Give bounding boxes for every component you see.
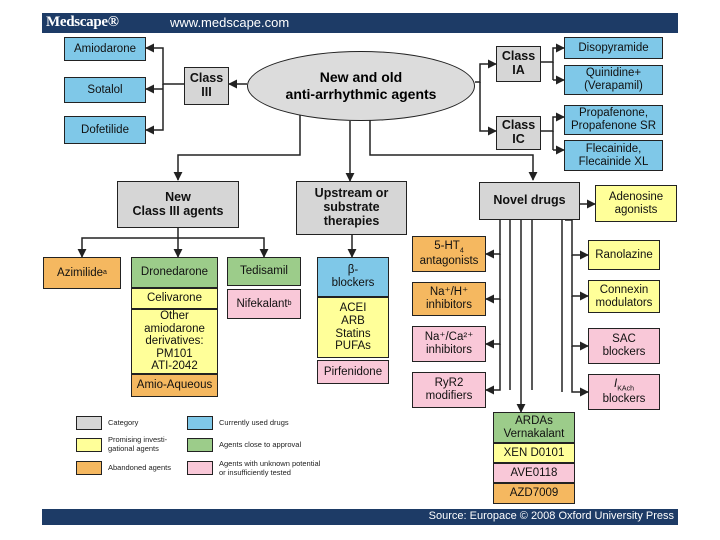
sotalol-box: Sotalol [64, 77, 146, 103]
ikach-line2: blockers [602, 393, 646, 406]
legend-swatch-category [76, 416, 102, 430]
legend-swatch-unknown [187, 461, 213, 475]
legend-current: Currently used drugs [219, 418, 289, 427]
ave0118-box: AVE0118 [493, 463, 575, 483]
new-class-iii-label: New Class III agents [117, 181, 239, 228]
disopyramide-box: Disopyramide [564, 37, 663, 59]
class-ia-label: Class IA [496, 46, 541, 82]
legend-swatch-close [187, 438, 213, 452]
nifekalant-text: Nifekalant [236, 297, 288, 310]
na-h-inhibitors-box: Na⁺/H⁺ inhibitors [412, 282, 486, 316]
5ht4-line2: antagonists [419, 255, 479, 268]
legend-swatch-promising [76, 438, 102, 452]
azd7009-box: AZD7009 [493, 483, 575, 504]
ikach-subscript: KAch [617, 385, 634, 393]
connexin-modulators-box: Connexin modulators [588, 280, 660, 313]
dofetilide-box: Dofetilide [64, 116, 146, 144]
legend-swatch-current [187, 416, 213, 430]
legend-swatch-abandoned [76, 461, 102, 475]
legend-close: Agents close to approval [219, 440, 302, 449]
xen-d0101-box: XEN D0101 [493, 443, 575, 463]
medscape-logo: Medscape® [46, 14, 119, 30]
5ht4-antagonists-box: 5-HT4 antagonists [412, 236, 486, 272]
celivarone-box: Celivarone [131, 288, 218, 309]
acei-arb-statins-pufas-box: ACEI ARB Statins PUFAs [317, 297, 389, 358]
class-ic-label: Class IC [496, 116, 541, 150]
upstream-therapies-label: Upstream or substrate therapies [296, 181, 407, 235]
sac-blockers-box: SAC blockers [588, 328, 660, 364]
footer-bar: Source: Europace © 2008 Oxford Universit… [42, 509, 678, 525]
quinidine-box: Quinidine+ (Verapamil) [564, 65, 663, 95]
ranolazine-box: Ranolazine [588, 240, 660, 270]
amio-aqueous-box: Amio-Aqueous [131, 374, 218, 397]
propafenone-box: Propafenone, Propafenone SR [564, 105, 663, 135]
novel-drugs-label: Novel drugs [479, 182, 580, 220]
flecainide-box: Flecainide, Flecainide XL [564, 140, 663, 171]
ryr2-modifiers-box: RyR2 modifiers [412, 372, 486, 408]
ardas-vernakalant-box: ARDAs Vernakalant [493, 412, 575, 443]
legend-unknown: Agents with unknown potential or insuffi… [219, 459, 321, 477]
ikach-blockers-box: IKAch blockers [588, 374, 660, 410]
5ht4-subscript: 4 [459, 247, 464, 255]
source-credit: Source: Europace © 2008 Oxford Universit… [428, 510, 674, 522]
adenosine-agonists-box: Adenosine agonists [595, 185, 677, 222]
5ht4-text: 5-HT [434, 240, 460, 253]
ikach-line1: IKAch [614, 378, 634, 393]
site-url: www.medscape.com [170, 15, 290, 30]
center-title-ellipse: New and old anti-arrhythmic agents [247, 51, 475, 121]
other-amiodarone-derivatives-box: Other amiodarone derivatives: PM101 ATI-… [131, 309, 218, 374]
azimilide-text: Azimilide [57, 266, 104, 279]
header-bar: Medscape® www.medscape.com [42, 13, 678, 33]
amiodarone-box: Amiodarone [64, 37, 146, 61]
na-ca-inhibitors-box: Na⁺/Ca²⁺ inhibitors [412, 326, 486, 362]
legend-promising: Promising investi- gational agents [108, 435, 168, 453]
azimilide-footnote: a [103, 269, 107, 277]
tedisamil-box: Tedisamil [227, 257, 301, 286]
class-iii-label: Class III [184, 67, 229, 105]
5ht4-line1: 5-HT4 [434, 240, 463, 255]
legend-category: Category [108, 418, 139, 427]
pirfenidone-box: Pirfenidone [317, 360, 389, 384]
legend-abandoned: Abandoned agents [108, 463, 171, 472]
beta-blockers-box: β- blockers [317, 257, 389, 297]
dronedarone-box: Dronedarone [131, 257, 218, 288]
nifekalant-footnote: b [287, 300, 292, 308]
ikach-text: I [614, 378, 618, 391]
